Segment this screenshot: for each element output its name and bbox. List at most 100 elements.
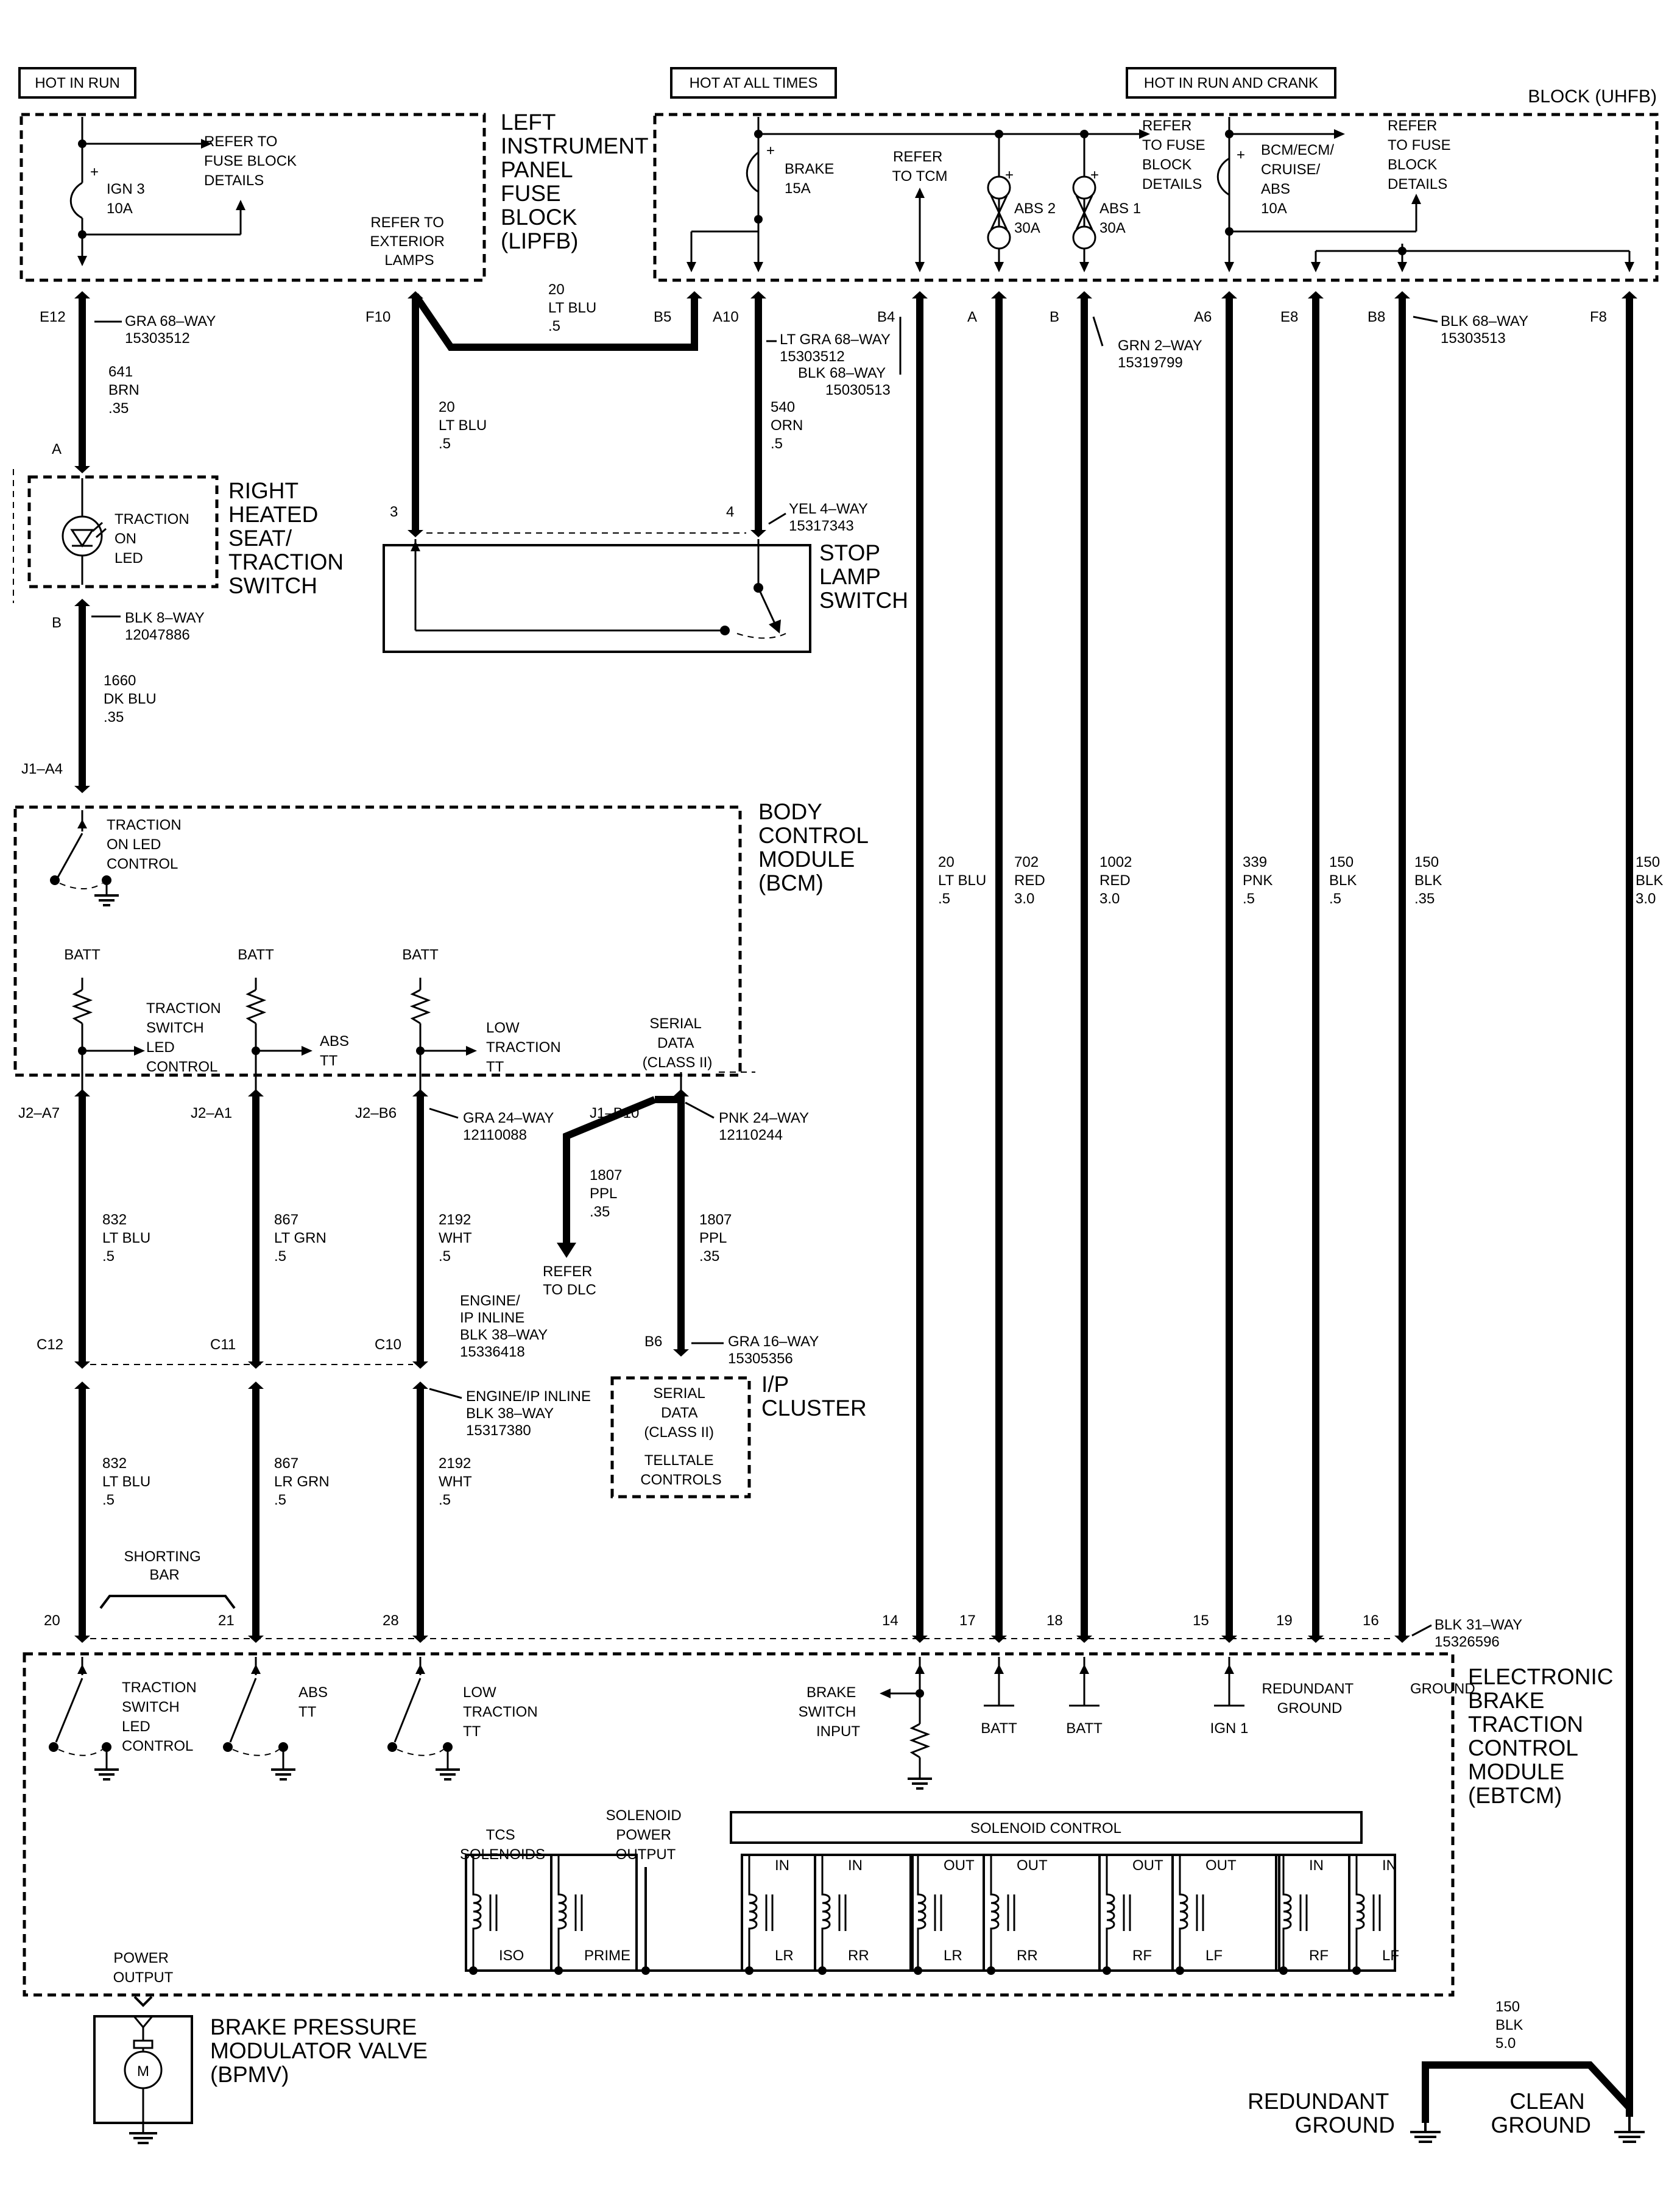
connector-gra16: GRA 16–WAY 15305356 — [728, 1333, 823, 1367]
ebtcm-ground: GROUND — [1410, 1681, 1475, 1697]
inline-pin-c10: C10 — [375, 1336, 401, 1353]
ebtcm-pin-28: 28 — [383, 1612, 399, 1629]
top-pin-markers — [912, 291, 1637, 1643]
bcm-out3-label: LOW TRACTION TT — [486, 1020, 565, 1075]
wire-1807-1-label: 1807 PPL .35 — [590, 1167, 626, 1220]
stop-pin-4: 4 — [726, 504, 734, 520]
wire-867-1-label: 867 LT GRN .5 — [274, 1212, 330, 1265]
solenoid-position-label: LF — [1382, 1947, 1399, 1964]
traction-switch-box — [27, 475, 219, 588]
wire-20-top — [412, 293, 698, 351]
inline-pin-c12: C12 — [37, 1336, 63, 1353]
bcm-pin-j2-b6: J2–B6 — [355, 1105, 397, 1121]
ebtcm-ign1: IGN 1 — [1210, 1720, 1249, 1737]
hot-at-all-times-label: HOT AT ALL TIMES — [690, 75, 818, 91]
solenoid-frame — [1171, 1854, 1280, 1972]
ebtcm-input-switches — [49, 1657, 460, 1781]
redundant-ground-label: REDUNDANT GROUND — [1248, 2089, 1395, 2138]
solenoid-direction-label: OUT — [1205, 1857, 1237, 1874]
ebtcm-pin-17: 17 — [959, 1612, 976, 1629]
connector-blk68-2: BLK 68–WAY 15303513 — [1441, 313, 1532, 347]
svg-text:+: + — [1237, 147, 1245, 163]
bcm-fuse-label: BCM/ECM/ CRUISE/ ABS 10A — [1261, 142, 1338, 217]
solenoid-direction-label: IN — [1382, 1857, 1397, 1874]
wire-1807-2-label: 1807 PPL .35 — [699, 1212, 736, 1265]
solenoid-direction-label: OUT — [1017, 1857, 1048, 1874]
bcm-pullup-resistors — [71, 978, 755, 1090]
pin-e8: E8 — [1280, 309, 1298, 325]
uhfb-refer-2: REFER TO FUSE BLOCK DETAILS — [1388, 118, 1455, 192]
bcm-batt-3: BATT — [402, 947, 439, 963]
ip-cluster-serial: SERIAL DATA (CLASS II) TELLTALE CONTROLS — [640, 1385, 721, 1488]
solenoid-coil-icon — [1106, 1855, 1115, 1971]
stop-lamp-switch-box — [383, 544, 811, 653]
uhfb-refer-1: REFER TO FUSE BLOCK DETAILS — [1142, 118, 1209, 192]
wire-150b-label: 150 BLK .35 — [1414, 854, 1446, 907]
abs1-fusible-link: + — [1072, 134, 1099, 272]
inline-pin-c11: C11 — [210, 1336, 236, 1353]
ign3-fuse: + — [69, 117, 245, 266]
hot-in-run-label: HOT IN RUN — [35, 75, 120, 91]
connector-eng-ip-1: ENGINE/ IP INLINE BLK 38–WAY 15336418 — [460, 1293, 551, 1360]
shorting-bar — [99, 1595, 236, 1609]
bcm-box — [13, 805, 742, 1077]
solenoid-direction-label: OUT — [944, 1857, 975, 1874]
bpmv-motor-icon — [124, 2016, 163, 2144]
bcm-batt-2: BATT — [238, 947, 274, 963]
lipfb-title: LEFT INSTRUMENT PANEL FUSE BLOCK (LIPFB) — [501, 110, 654, 253]
solenoid-coil-icon — [472, 1855, 482, 1971]
wire-1660-label: 1660 DK BLU .35 — [104, 673, 160, 725]
svg-text:+: + — [1090, 167, 1099, 183]
solenoid-control-box — [730, 1811, 1363, 1844]
solenoid-frame — [814, 1854, 914, 1972]
connector-blk68-1: BLK 68–WAY 15030513 — [798, 365, 891, 398]
hot-at-all-times-tag — [670, 67, 837, 99]
wire-20-left-label: 20 LT BLU .5 — [439, 399, 491, 452]
pin-b: B — [1050, 309, 1059, 325]
connector-eng-ip-2: ENGINE/IP INLINE BLK 38–WAY 15317380 — [466, 1388, 595, 1439]
wire-867-2-label: 867 LR GRN .5 — [274, 1455, 333, 1508]
solenoid-coil-icon — [1282, 1855, 1292, 1971]
uhfb-box — [653, 113, 1659, 282]
solenoid-position-label: LR — [775, 1947, 794, 1964]
pin-f8: F8 — [1590, 309, 1607, 325]
pin-f10: F10 — [365, 309, 390, 325]
ebtcm-pin-16: 16 — [1363, 1612, 1379, 1629]
ebtcm-in2-label: ABS TT — [298, 1684, 332, 1720]
svg-text:+: + — [766, 143, 775, 159]
power-output-label: POWER OUTPUT — [113, 1950, 174, 1986]
solenoid-position-label: RR — [1017, 1947, 1038, 1964]
bpmv-title: BRAKE PRESSURE MODULATOR VALVE (BPMV) — [210, 2014, 434, 2087]
lipfb-refer-fuse-block: REFER TO FUSE BLOCK DETAILS — [204, 133, 301, 189]
ebtcm-pin-21: 21 — [218, 1612, 235, 1629]
traction-led-label: TRACTION ON LED — [115, 511, 193, 567]
solenoid-direction-label: IN — [848, 1857, 863, 1874]
bcm-pin-j2-a1: J2–A1 — [191, 1105, 232, 1121]
lower-pin-markers — [74, 1382, 428, 1643]
ign3-label: IGN 3 10A — [107, 181, 149, 217]
pin-b8: B8 — [1368, 309, 1385, 325]
ebtcm-in1-label: TRACTION SWITCH LED CONTROL — [122, 1679, 200, 1754]
wire-150a-label: 150 BLK .5 — [1329, 854, 1361, 907]
wire-540-label: 540 ORN .5 — [771, 399, 807, 452]
lipfb-refer-ext-lamps: REFER TO EXTERIOR LAMPS — [370, 214, 448, 269]
connector-blk8: BLK 8–WAY 12047886 — [125, 610, 208, 643]
bcm-serial-label: SERIAL DATA (CLASS II) — [643, 1015, 713, 1071]
pin-a10: A10 — [713, 309, 739, 325]
solenoid-position-label: RF — [1132, 1947, 1152, 1964]
ip-cluster-pin-b6: B6 — [644, 1333, 662, 1350]
svg-text:+: + — [90, 164, 99, 180]
pin-b5: B5 — [654, 309, 671, 325]
ip-cluster-box — [610, 1376, 751, 1499]
pin-a6: A6 — [1194, 309, 1212, 325]
connector-gra68-1: GRA 68–WAY 15303512 — [125, 313, 220, 347]
bcm-led-control-switch — [50, 810, 119, 906]
solenoid-coil-icon — [1355, 1855, 1365, 1971]
solenoid-control-label: SOLENOID CONTROL — [970, 1820, 1121, 1837]
wire-702-label: 702 RED 3.0 — [1014, 854, 1049, 907]
bcm-out2-label: ABS TT — [320, 1033, 353, 1069]
refer-dlc-label: REFER TO DLC — [543, 1263, 596, 1298]
wire-832-2-label: 832 LT BLU .5 — [102, 1455, 155, 1508]
wire-20-ebtcm-label: 20 LT BLU .5 — [938, 854, 990, 907]
